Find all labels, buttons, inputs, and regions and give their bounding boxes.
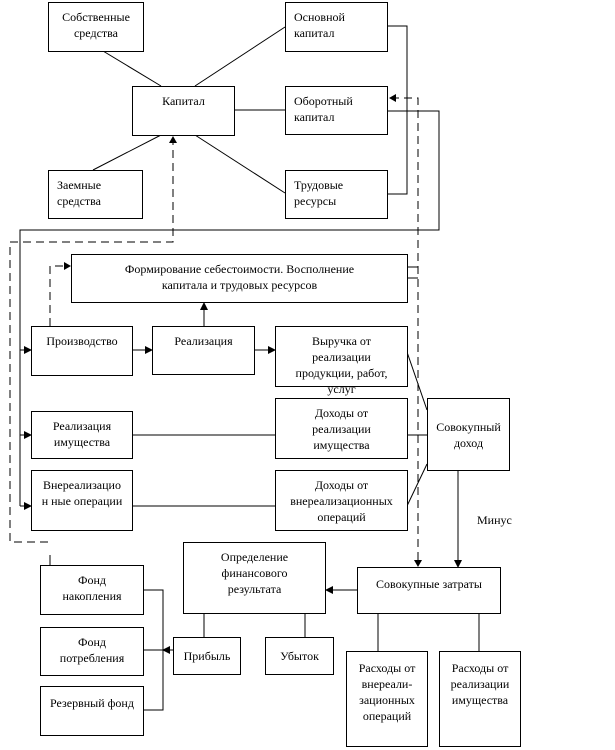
node-revenue: Выручка от реализации продукции, работ, … <box>275 326 408 396</box>
node-asset-sales: Реализация имущества <box>31 411 133 459</box>
node-own-funds: Собственные средства <box>48 2 144 52</box>
node-working-capital: Оборотный капитал <box>285 86 388 135</box>
line-fixed-capital <box>194 26 286 87</box>
node-cost-formation: Формирование себестоимости. Восполнение … <box>71 254 408 303</box>
node-production: Производство <box>31 326 133 376</box>
dashed-line-working-capital <box>389 97 419 560</box>
node-asset-income: Доходы от реализации имущества <box>275 398 408 459</box>
line-own-capital <box>102 50 162 87</box>
node-capital: Капитал <box>132 86 235 136</box>
line-labor-capital <box>194 134 286 194</box>
node-accumulation-fund: Фонд накопления <box>40 565 144 615</box>
node-labor: Трудовые ресурсы <box>285 170 388 219</box>
line-fixed-labor-bracket <box>387 25 408 195</box>
node-financial-result: Определение финансового результата <box>183 542 326 614</box>
node-non-operating-costs: Расходы от внереали-зационных операций <box>346 651 428 747</box>
node-consumption-fund: Фонд потребления <box>40 627 144 676</box>
line-feedback-main <box>19 110 440 506</box>
node-asset-costs: Расходы от реализации имущества <box>439 651 521 747</box>
node-non-operating-income: Доходы от внереализационных операций <box>275 470 408 531</box>
node-total-income: Совокупный доход <box>427 398 510 471</box>
node-sales: Реализация <box>152 326 255 375</box>
node-reserve-fund: Резервный фонд <box>40 686 144 736</box>
line-borrowed-capital <box>92 134 162 171</box>
node-profit: Прибыль <box>173 637 241 675</box>
node-fixed-capital: Основной капитал <box>285 2 388 52</box>
label-minus: Минус <box>477 513 512 527</box>
dashed-line-capital <box>9 137 174 543</box>
node-loss: Убыток <box>265 637 334 675</box>
node-borrowed-funds: Заемные средства <box>48 170 143 219</box>
dashed-line-cost-formation <box>49 265 70 326</box>
node-total-costs: Совокупные затраты <box>357 567 501 614</box>
node-non-operating: Внереализацион ные операции <box>31 470 133 531</box>
